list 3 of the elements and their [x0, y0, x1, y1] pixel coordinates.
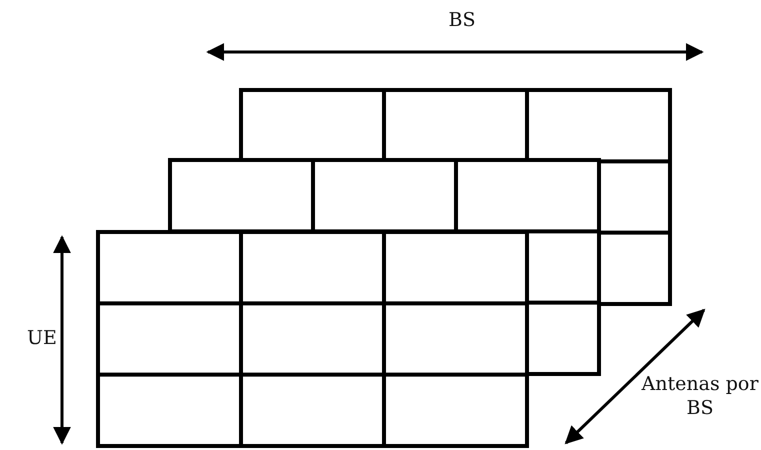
dimension-label: Antenas por BS	[640, 372, 760, 420]
dimension-label: UE	[26, 326, 58, 350]
dimension-label: BS	[448, 8, 476, 32]
